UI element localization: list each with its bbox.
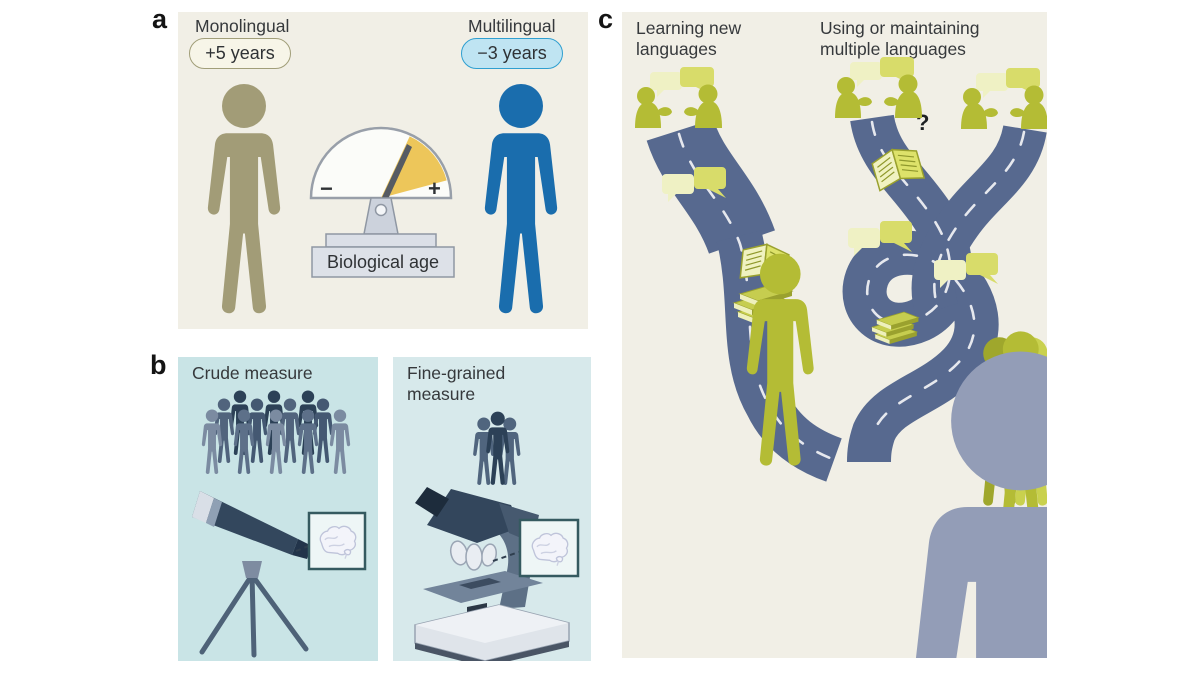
panel-b-crude: Crude measure [178, 357, 378, 661]
branching-road-icon [646, 113, 1047, 482]
microscope-icon [414, 487, 570, 661]
crude-measure-art [192, 357, 367, 658]
monolingual-badge: +5 years [189, 38, 291, 69]
crude-measure-title: Crude measure [192, 363, 313, 383]
fine-grained-title: Fine-grained measure [407, 363, 506, 404]
maintaining-title: Using or maintaining multiple languages [820, 18, 980, 59]
monolingual-title: Monolingual [195, 16, 290, 36]
gauge-label: Biological age [327, 252, 439, 272]
gauge-minus: − [320, 176, 333, 201]
panel-c: Learning new languages Using or maintain… [622, 12, 1047, 658]
speech-bubbles-icon [835, 57, 922, 118]
learning-title: Learning new languages [636, 18, 742, 59]
person-silhouette-icon [477, 82, 565, 320]
telescope-icon [192, 491, 312, 658]
panel-c-label: c [598, 4, 614, 34]
crowd-icon [202, 390, 350, 474]
panel-b-fine: Fine-grained measure [393, 357, 591, 661]
panel-b-label: b [150, 350, 167, 380]
brain-inset [518, 518, 580, 578]
branching-road-art [635, 57, 1047, 658]
speech-bubbles-icon [961, 68, 1047, 129]
multilingual-title: Multilingual [468, 16, 556, 36]
fine-measure-art [414, 357, 580, 661]
panel-a: Monolingual +5 years Multilingual −3 yea… [178, 12, 588, 329]
speech-bubbles-icon [635, 67, 722, 128]
person-silhouette-icon [200, 82, 288, 320]
small-group-icon [473, 412, 520, 485]
panel-a-label: a [152, 4, 168, 34]
gauge-plus: + [428, 176, 441, 201]
biological-age-gauge-icon: − + Biological age [309, 126, 455, 278]
multilingual-badge: −3 years [461, 38, 563, 69]
brain-inset [307, 511, 367, 571]
